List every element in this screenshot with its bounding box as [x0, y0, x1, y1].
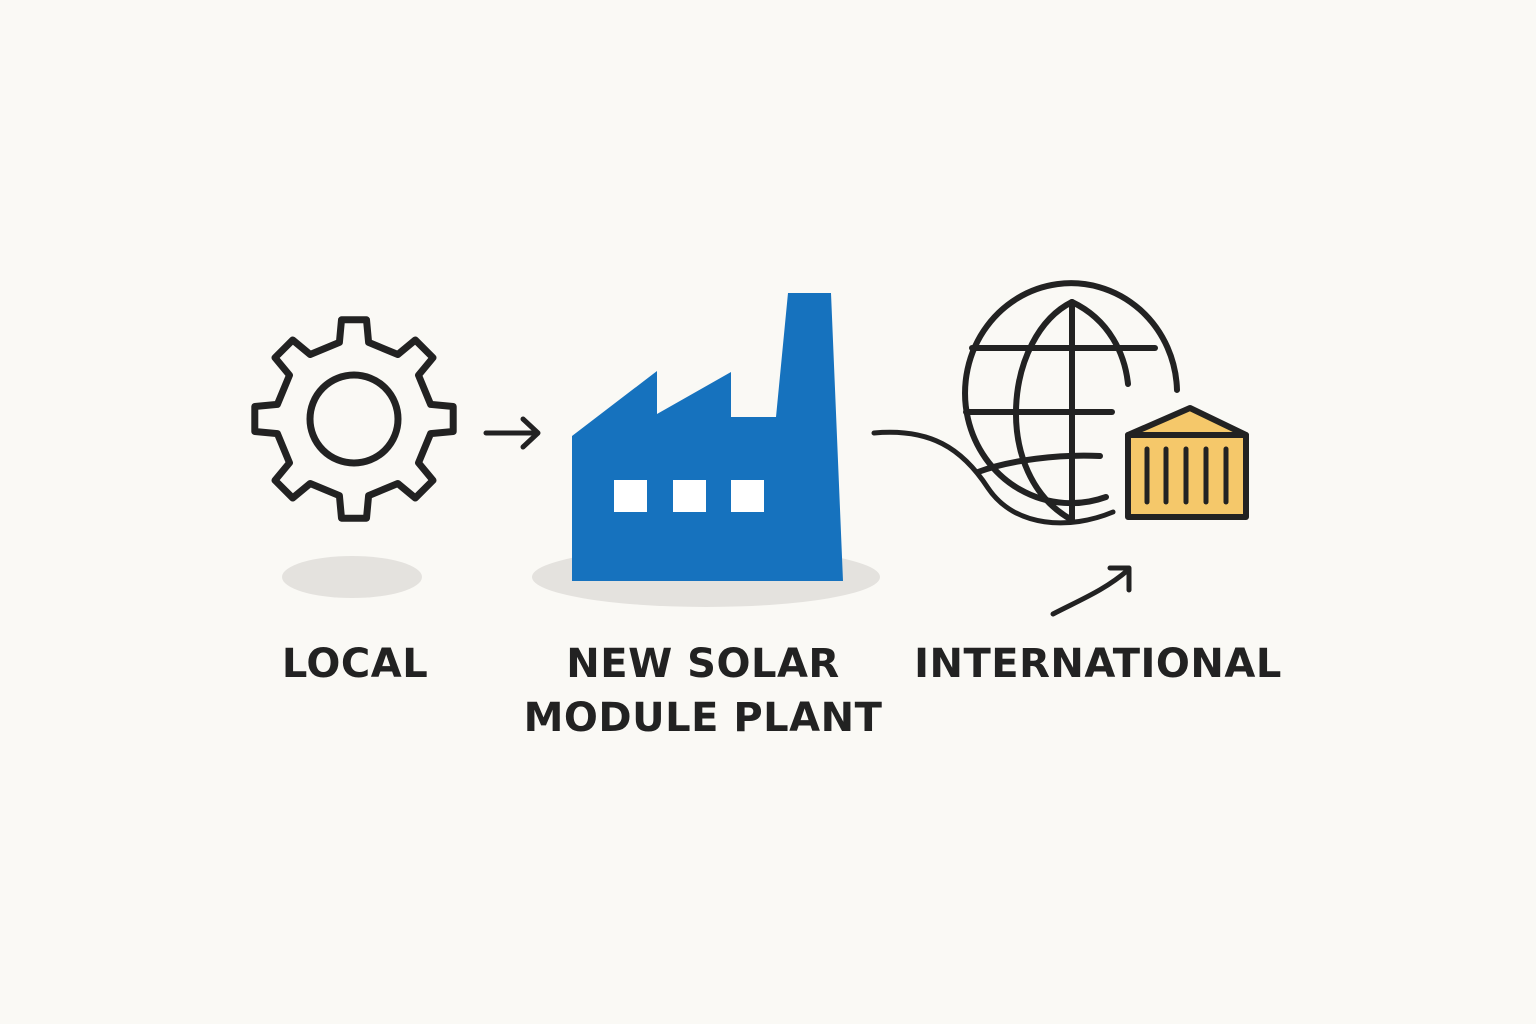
label-international: INTERNATIONAL	[914, 641, 1282, 687]
gear-shadow	[282, 556, 422, 598]
globe-icon	[962, 280, 1180, 523]
label-plant-line2: MODULE PLANT	[523, 695, 883, 741]
factory-icon	[572, 293, 843, 581]
arrow-international	[1050, 565, 1132, 617]
label-local: LOCAL	[281, 641, 429, 687]
gear-icon	[251, 316, 457, 522]
arrow-local-to-plant	[483, 416, 541, 450]
connector-plant-to-globe	[871, 429, 1116, 526]
label-new-solar-module-plant: NEW SOLAR MODULE PLANT	[480, 637, 926, 745]
shipping-container-icon	[1125, 405, 1249, 520]
label-plant-line1: NEW SOLAR	[566, 641, 840, 687]
